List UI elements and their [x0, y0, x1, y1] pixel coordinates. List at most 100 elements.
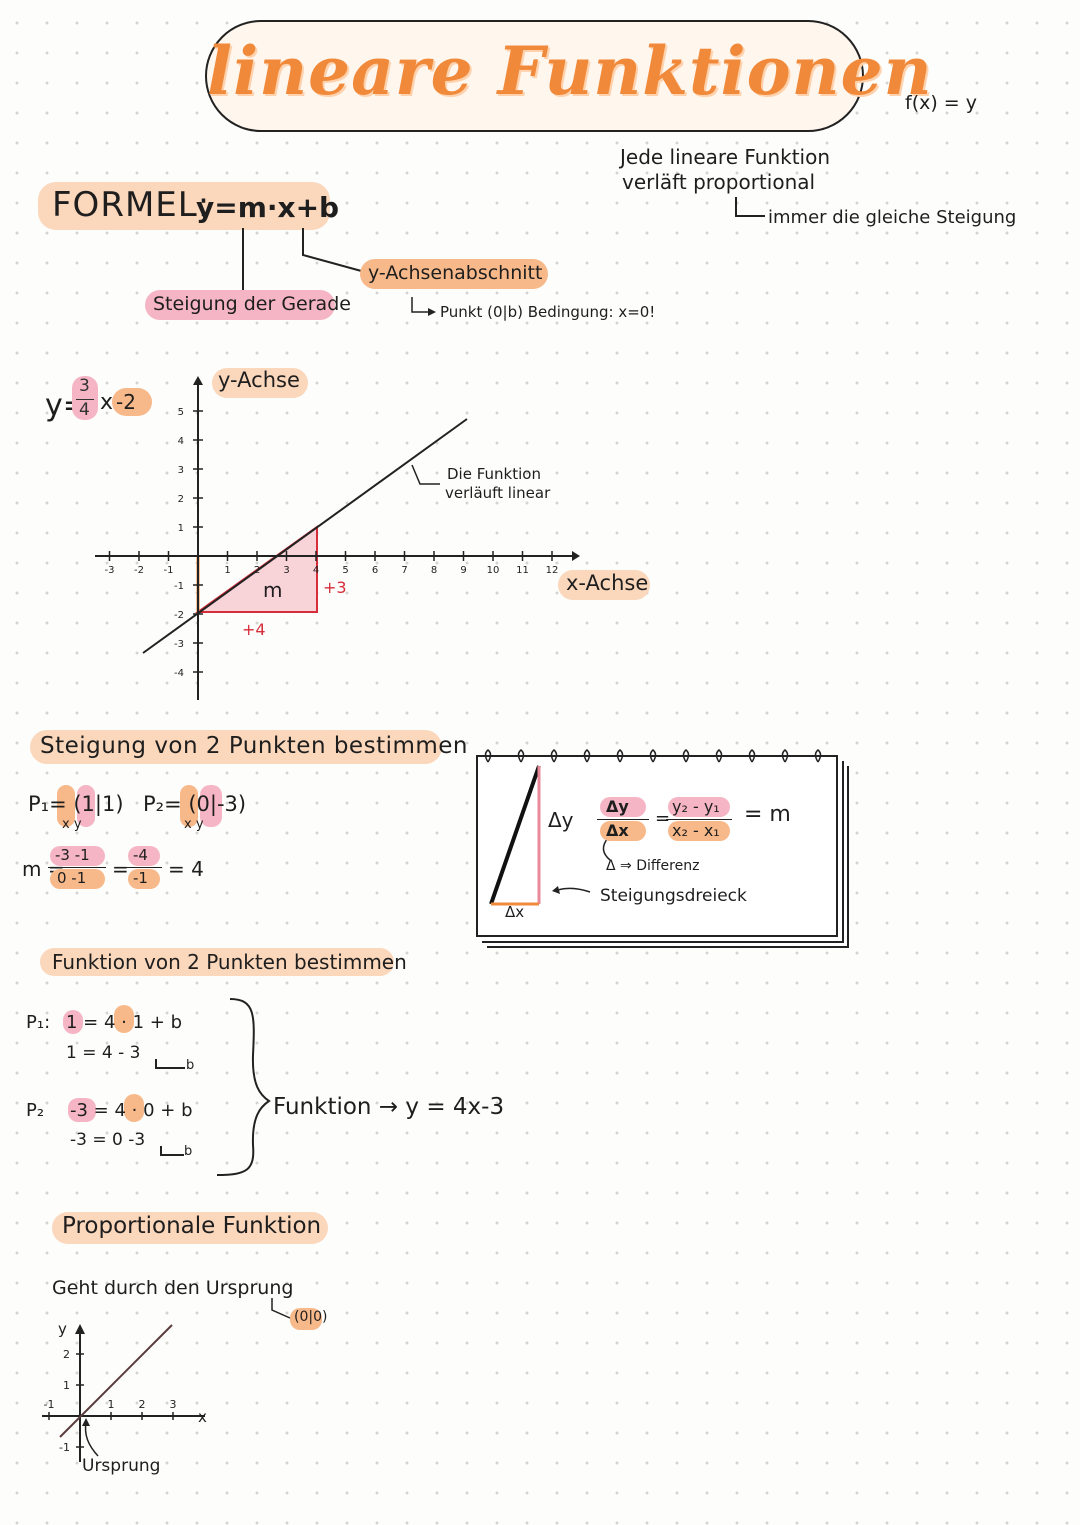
card-frac2-den-highlight: [668, 821, 730, 841]
example-b: -2: [116, 390, 136, 414]
m-fraction-bar: [76, 399, 94, 400]
y-tick-label: 2: [178, 494, 184, 505]
intro-sub: immer die gleiche Steigung: [768, 207, 1017, 228]
p1-eq-x-highlight: [114, 1005, 134, 1033]
fp-p2-arrow: [160, 1146, 184, 1156]
function-line: [142, 418, 468, 654]
formula-label: FORMEL:: [52, 185, 211, 225]
frac1-denominator: 0 -1: [57, 869, 87, 887]
m-numerator: 3: [79, 376, 90, 396]
formula-highlight: [38, 182, 330, 230]
card-hypotenuse: [489, 765, 541, 905]
proportional-text: Geht durch den Ursprung: [52, 1277, 294, 1299]
intro-line-1: Jede lineare Funktion: [620, 145, 831, 169]
frac1-den-highlight: [50, 869, 105, 889]
b-note: Punkt (0|b) Bedingung: x=0!: [440, 303, 656, 321]
x-tick-label: 6: [372, 565, 378, 576]
frac2-bar: [126, 867, 162, 868]
card-delta-note: Δ ⇒ Differenz: [606, 858, 700, 874]
card-dy-label: Δy: [548, 808, 574, 832]
slope-card-drawing: [484, 749, 822, 906]
y-tick-label: -2: [174, 610, 184, 621]
intro-line-2: verläft proportional: [622, 170, 816, 194]
frac1-bar: [48, 867, 106, 868]
notebook-ring: [517, 749, 525, 763]
prop-x-tick-label: 3: [170, 1398, 177, 1411]
notebook-ring: [484, 749, 492, 763]
formula-expression: y=m·x+b: [196, 191, 340, 224]
b-label: y-Achsenabschnitt: [368, 262, 543, 284]
b-value-highlight: [112, 388, 152, 416]
p1-y-highlight: [77, 785, 95, 827]
x-axis-label-highlight: [558, 570, 650, 600]
prop-y-label: y: [58, 1320, 67, 1338]
m-label-highlight: [145, 290, 335, 320]
y-tick-label: 1: [178, 523, 184, 534]
card-frac-num-highlight: [600, 797, 646, 817]
frac2-numerator: -4: [133, 846, 148, 864]
m-denominator: 4: [79, 400, 90, 420]
x-tick-label: 4: [313, 565, 319, 576]
card-equals: =: [655, 808, 671, 829]
slope-heading-highlight: [30, 730, 442, 764]
x-tick-label: -1: [164, 565, 174, 576]
card-triangle-note: Steigungsdreieck: [600, 886, 747, 906]
x-tick-label: -2: [134, 565, 144, 576]
intro-connector: [735, 197, 765, 217]
prop-x-tick-label: 2: [139, 1398, 146, 1411]
y-tick-label: -4: [174, 668, 184, 679]
card-result: = m: [744, 802, 791, 827]
x-tick-label: 10: [487, 565, 500, 576]
point-p1: P₁= (1|1): [28, 792, 124, 816]
x-tick-label: 11: [516, 565, 529, 576]
proportional-line: [59, 1324, 173, 1438]
x-tick-label: 3: [283, 565, 289, 576]
slope-card: [476, 755, 838, 937]
line-note-1: Die Funktion: [447, 465, 541, 483]
card-frac-bar: [597, 819, 649, 820]
top-right-note: f(x) = y: [905, 92, 978, 114]
triangle-label: m: [263, 578, 283, 602]
origin-highlight: [290, 1308, 322, 1330]
function-result: Funktion → y = 4x-3: [273, 1094, 505, 1120]
title-banner: lineare Funktionen: [205, 20, 933, 132]
y-axis-label-highlight: [212, 368, 308, 398]
y-tick-label: 5: [178, 407, 184, 418]
fp-p1-line2: 1 = 4 - 3: [66, 1043, 141, 1063]
p2-x-highlight: [180, 785, 198, 827]
origin-label: Ursprung: [82, 1456, 161, 1476]
frac1-num-highlight: [50, 846, 105, 866]
proportional-heading: Proportionale Funktion: [62, 1213, 322, 1239]
prop-y-tick-label: 2: [63, 1348, 70, 1361]
x-tick-label: 12: [546, 565, 559, 576]
y-tick-label: 3: [178, 465, 184, 476]
line-note-2: verläuft linear: [445, 484, 551, 502]
y-tick-label: 4: [178, 436, 184, 447]
frac1-numerator: -3 -1: [55, 846, 90, 864]
fp-p2-label: P₂: [26, 1100, 45, 1121]
notebook-ring: [715, 749, 723, 763]
notebook-ring: [616, 749, 624, 763]
x-tick-label: -3: [105, 565, 115, 576]
b-label-highlight: [360, 259, 548, 289]
x-tick-label: 8: [431, 565, 437, 576]
y-axis-label: y-Achse: [218, 368, 300, 392]
p1-x-highlight: [57, 785, 75, 827]
page-title: lineare Funktionen: [207, 32, 933, 110]
p2-y-highlight: [200, 785, 222, 827]
notebook-ring: [814, 749, 822, 763]
card-frac2-denominator: x₂ - x₁: [672, 821, 720, 840]
formula-connectors: [242, 228, 436, 316]
x-axis-label: x-Achse: [566, 571, 649, 595]
notebook-ring: [748, 749, 756, 763]
prop-x-tick-label: -1: [44, 1398, 55, 1411]
example-x: x: [100, 390, 114, 415]
fp-p1-arrow: [155, 1059, 185, 1069]
proportional-heading-highlight: [52, 1212, 328, 1244]
fp-p2-line1: -3 = 4 · 0 + b: [70, 1100, 193, 1121]
y-tick-label: -1: [174, 581, 184, 592]
p2-eq-x-highlight: [124, 1094, 144, 1122]
card-frac2-bar: [666, 819, 732, 820]
p2-eq-y-highlight: [68, 1098, 96, 1122]
